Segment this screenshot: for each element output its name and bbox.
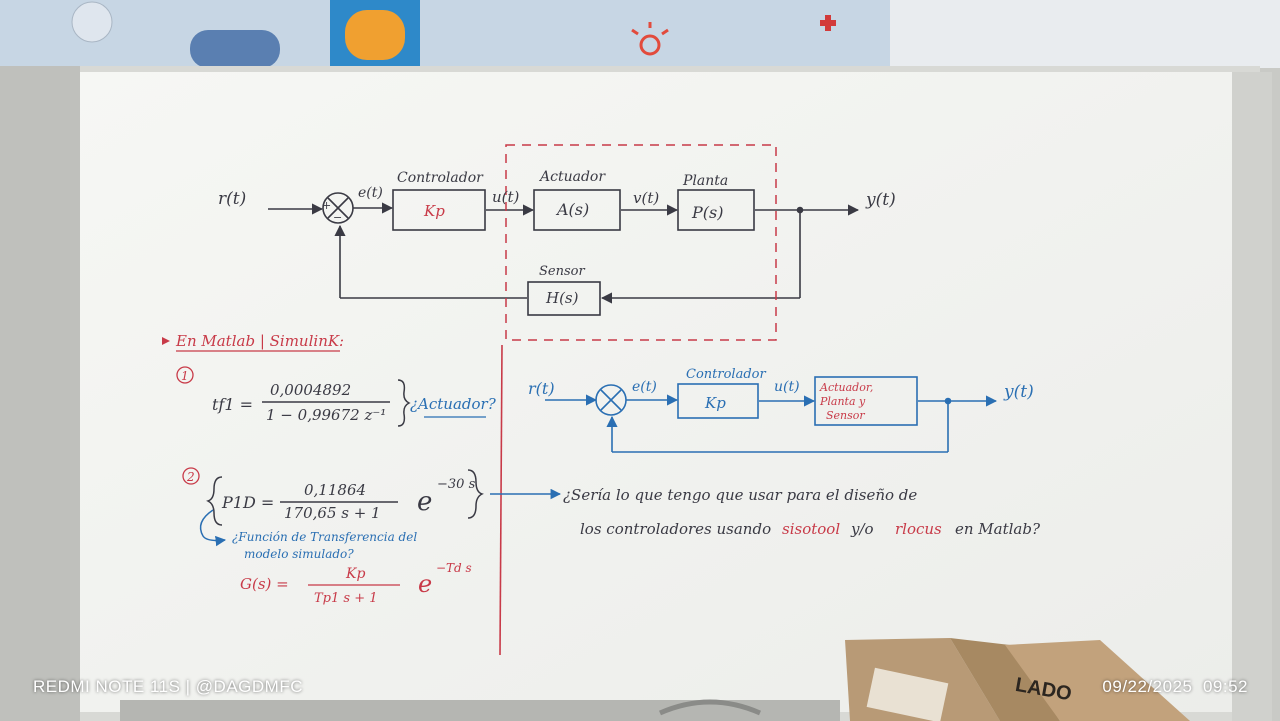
item1-number: 1	[181, 369, 189, 383]
top-controller-title: Controlador	[397, 170, 484, 186]
top-plant-title: Planta	[682, 173, 728, 189]
top-u-label: u(t)	[492, 188, 520, 206]
top-e-label: e(t)	[358, 185, 383, 201]
top-actuator-title: Actuador	[538, 169, 606, 185]
bottom-e-label: e(t)	[632, 379, 657, 395]
p1d-denominator: 170,65 s + 1	[284, 504, 381, 522]
svg-text:−: −	[333, 211, 342, 224]
bottom-kp-label: Kp	[704, 394, 726, 412]
question-line2-c: en Matlab?	[955, 520, 1041, 538]
g-exp-base: e	[418, 570, 432, 598]
question-line1: ¿Sería lo que tengo que usar para el dis…	[563, 486, 917, 504]
top-v-label: v(t)	[633, 189, 659, 207]
p1d-left-brace	[206, 476, 223, 526]
svg-text:+: +	[322, 199, 331, 212]
p1d-numerator: 0,11864	[304, 481, 366, 499]
bottom-r-label: r(t)	[528, 379, 555, 398]
p1d-question-hook	[199, 509, 227, 547]
g-lhs: G(s) =	[240, 575, 289, 593]
item1-circle	[176, 366, 194, 384]
bottom-block-diagram	[545, 376, 998, 453]
item2-number: 2	[186, 470, 195, 484]
g-denominator: Tp1 s + 1	[314, 591, 378, 606]
top-plant-block-label: P(s)	[691, 203, 723, 222]
tf1-numerator: 0,0004892	[270, 381, 351, 399]
g-exponent: −Td s	[436, 561, 472, 575]
top-sensor-block-label: H(s)	[545, 289, 579, 307]
top-kp-label: Kp	[423, 202, 445, 220]
p1d-right-brace	[467, 469, 484, 519]
bullet-marker	[162, 337, 170, 345]
question-line2-a: los controladores usando	[580, 520, 771, 538]
top-dashed-region	[505, 144, 777, 341]
question-rlocus: rlocus	[895, 520, 942, 538]
top-r-label: r(t)	[218, 189, 246, 209]
cardboard-boxes: LADO	[845, 638, 1190, 721]
top-y-label: y(t)	[865, 190, 896, 210]
p1d-exp-base: e	[417, 487, 432, 517]
g-numerator: Kp	[345, 566, 365, 582]
bottom-controller-title: Controlador	[686, 367, 766, 382]
top-diagram-signs: + −	[322, 199, 342, 224]
tf1-brace	[397, 379, 411, 427]
question-sisotool: sisotool	[782, 520, 840, 538]
bottom-u-label: u(t)	[774, 379, 800, 395]
whiteboard	[0, 66, 1272, 721]
watermark-device: REDMI NOTE 11S | @DAGDMFC	[33, 677, 303, 696]
bottom-y-label: y(t)	[1003, 382, 1034, 402]
top-actuator-block-label: A(s)	[555, 200, 589, 219]
tf1-denominator: 1 − 0,99672 z⁻¹	[266, 406, 386, 424]
item2-circle	[182, 467, 200, 485]
watermark-datetime: 09/22/2025 09:52	[1102, 677, 1248, 696]
question-line2-b: y/o	[850, 520, 874, 538]
p1d-question-line1: ¿Función de Transferencia del	[232, 530, 417, 544]
top-sensor-title: Sensor	[539, 264, 585, 279]
bottom-block-line2: Planta y	[819, 395, 866, 408]
top-block-diagram	[268, 189, 860, 316]
notes-header: En Matlab | SimulinK:	[175, 332, 344, 350]
p1d-exponent: −30 s	[437, 477, 476, 492]
tf1-lhs: tf1 =	[212, 395, 253, 414]
bottom-block-line3: Sensor	[826, 409, 865, 422]
p1d-question-line2: modelo simulado?	[244, 547, 354, 561]
tf1-question: ¿Actuador?	[410, 395, 497, 413]
red-divider	[499, 344, 503, 656]
board-tray	[120, 699, 840, 721]
bottom-block-line1: Actuador,	[819, 381, 873, 394]
p1d-lhs: P1D =	[221, 493, 274, 512]
